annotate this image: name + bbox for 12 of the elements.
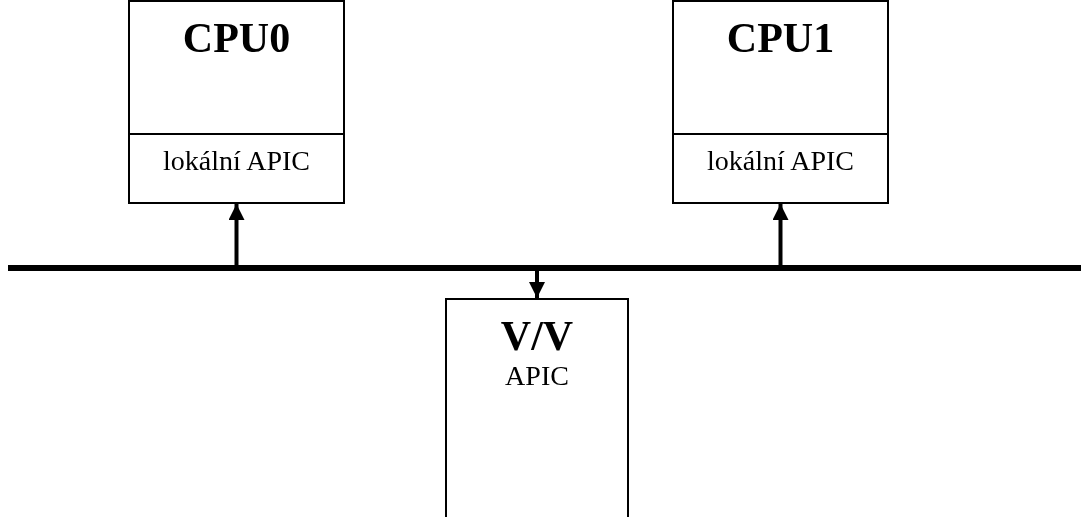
arrow [228,204,245,265]
label-text: lokální APIC [162,145,311,177]
label-text: APIC [504,360,570,392]
arrow [529,271,545,298]
arrow [772,204,789,265]
heading: CPU1 [725,14,836,62]
label-text: lokální APIC [706,145,855,177]
io-apic-box [445,298,629,517]
processor-box [128,0,345,204]
processor-box [672,0,889,204]
heading: V/V [499,312,575,360]
heading: CPU0 [181,14,292,62]
